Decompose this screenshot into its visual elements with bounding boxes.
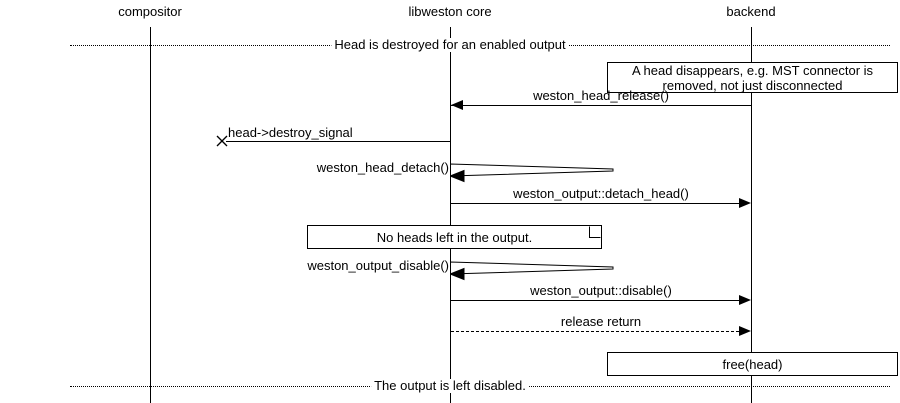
lifeline-header-libweston-core: libweston core [408,4,491,20]
lifeline-label-backend: backend [726,4,776,19]
note-mst-line2: removed, not just disconnected [662,77,843,93]
activation-box-free-head: free(head) [607,352,898,376]
note-mst-line1: A head disappears, e.g. MST connector is [631,62,874,78]
message-label-weston-head-release: weston_head_release() [533,88,669,103]
separator-top-label: Head is destroyed for an enabled output [331,38,569,52]
note-mst-connector: A head disappears, e.g. MST connector is… [607,62,898,93]
self-call-weston-output-disable [450,261,614,281]
message-line-head-destroy-signal [226,141,451,142]
lifeline-header-backend: backend [726,4,775,20]
message-label-weston-head-detach: weston_head_detach() [316,160,449,175]
arrow-head-release-return [739,326,751,336]
message-line-weston-output-detach-head [451,203,739,204]
note-mst-connector-text: A head disappears, e.g. MST connector is… [612,63,893,93]
arrow-head-weston-output-disable [739,295,751,305]
arrow-head-weston-output-detach-head [739,198,751,208]
lost-message-x-icon [216,135,228,147]
message-label-weston-output-disable: weston_output::disable() [530,283,672,298]
note-no-heads-left-text: No heads left in the output. [376,229,533,245]
lifeline-header-compositor: compositor [118,4,182,20]
message-label-head-destroy-signal: head->destroy_signal [228,125,353,140]
message-label-weston-output-detach-head: weston_output::detach_head() [513,186,689,201]
note-fold-corner-icon [589,226,601,238]
lifeline-libweston-core [450,27,451,403]
lifeline-compositor [150,27,151,403]
arrow-head-weston-head-release [451,100,463,110]
separator-bottom-label: The output is left disabled. [371,379,529,393]
lifeline-backend [751,27,752,403]
message-line-weston-head-release [451,105,751,106]
message-line-release-return [451,331,739,332]
activation-box-free-head-label: free(head) [722,356,783,372]
lifeline-label-libweston-core: libweston core [408,4,492,19]
note-no-heads-left: No heads left in the output. [307,225,602,249]
lifeline-label-compositor: compositor [118,4,182,19]
message-line-weston-output-disable [451,300,739,301]
message-label-release-return: release return [560,314,642,329]
self-call-weston-head-detach [450,163,614,183]
message-label-weston-output-disable-self: weston_output_disable() [307,258,449,273]
